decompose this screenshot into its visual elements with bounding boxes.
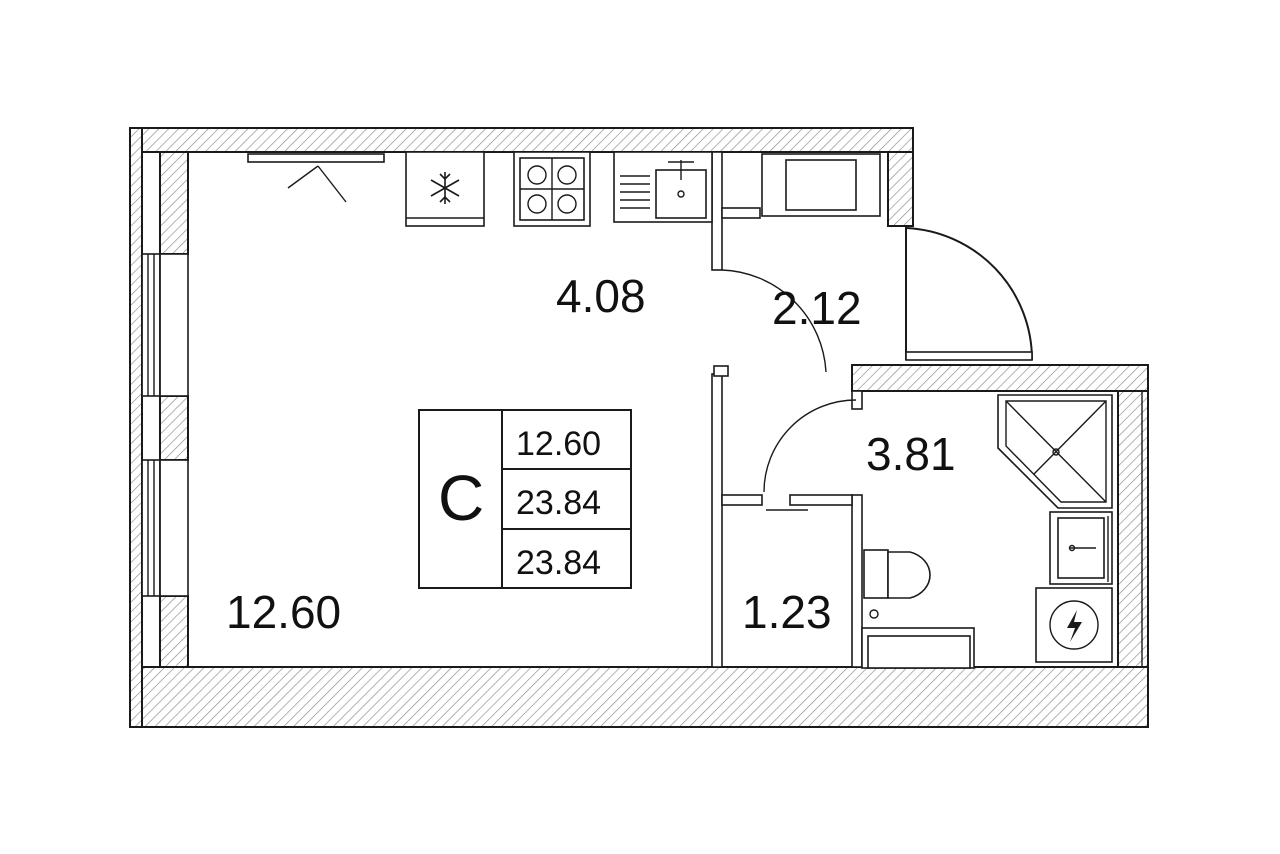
shower-icon <box>997 394 1113 509</box>
hallway-door <box>721 269 827 373</box>
bathroom-area-label: 3.81 <box>866 428 956 480</box>
sink-icon <box>613 151 713 223</box>
apartment-class-letter: C <box>438 462 484 534</box>
main-room-area-label: 12.60 <box>226 586 341 638</box>
toilet-icon <box>863 549 931 599</box>
summary-table: C 12.60 23.84 23.84 <box>418 409 632 589</box>
exterior-walls <box>129 127 1149 728</box>
closet-area-label: 1.23 <box>742 586 832 638</box>
bathroom-door <box>763 399 857 493</box>
window-lower <box>141 459 189 597</box>
entrance-door <box>905 226 1034 361</box>
living-area-value: 12.60 <box>516 425 601 463</box>
window-upper <box>141 253 189 397</box>
range-hood-vent <box>247 153 385 203</box>
snowflake-icon <box>430 172 460 204</box>
total-area-value: 23.84 <box>516 484 601 522</box>
fridge <box>405 151 485 227</box>
kitchen-area-label: 4.08 <box>556 270 646 322</box>
stove-icon <box>513 151 591 227</box>
washbasin <box>1049 511 1113 585</box>
wardrobe <box>761 153 881 217</box>
interior-partitions <box>711 151 863 668</box>
lightning-icon <box>1067 610 1082 642</box>
total-area-with-balcony-value: 23.84 <box>516 544 601 582</box>
hallway-area-label: 2.12 <box>772 282 862 334</box>
bathtub-step <box>861 609 975 669</box>
